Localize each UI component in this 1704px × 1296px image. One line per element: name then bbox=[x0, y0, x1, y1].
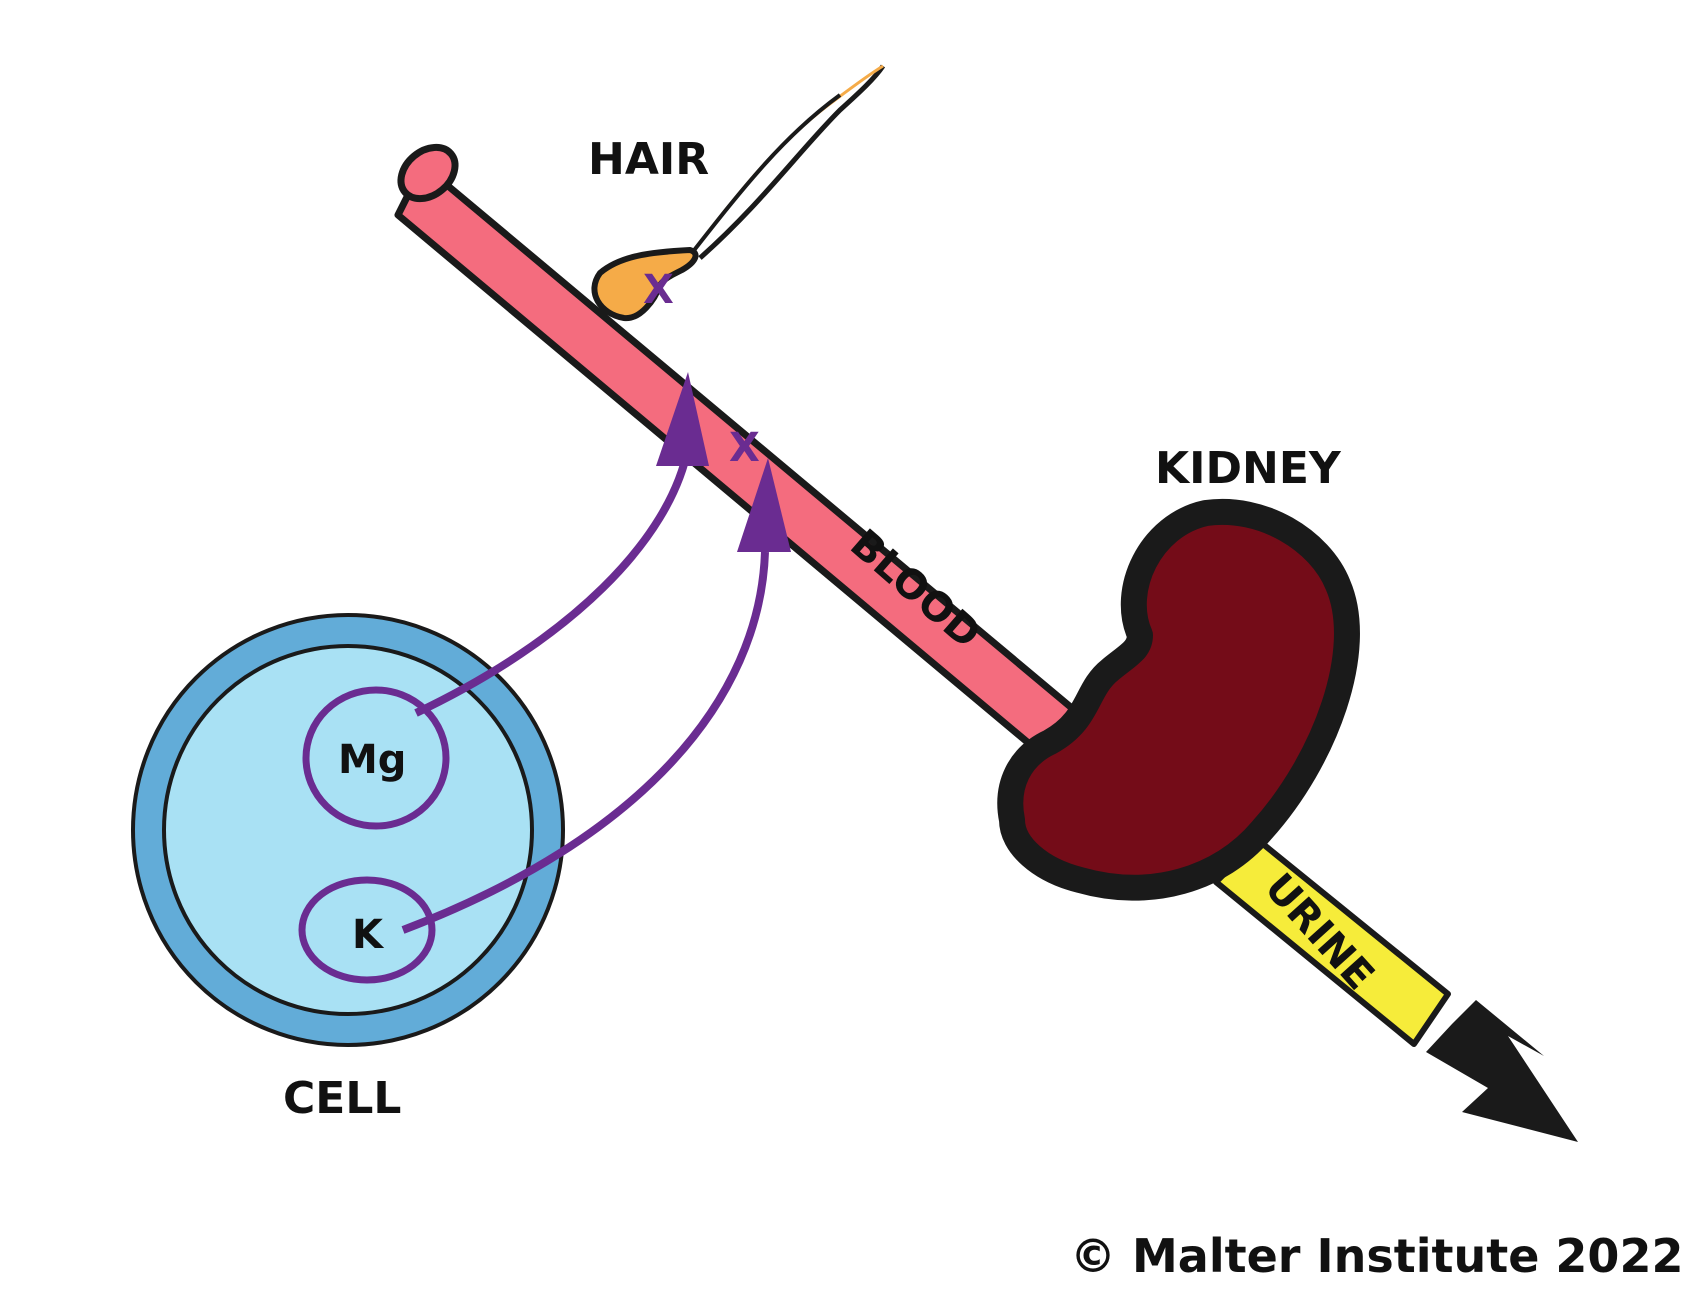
transport-arrows bbox=[401, 372, 791, 934]
k-arrowhead bbox=[737, 458, 791, 552]
cell-label: CELL bbox=[283, 1073, 401, 1124]
hair-follicle bbox=[591, 247, 699, 322]
kidney-label: KIDNEY bbox=[1155, 443, 1342, 494]
hair-label: HAIR bbox=[588, 134, 709, 185]
copyright-notice: © Malter Institute 2022 bbox=[1070, 1229, 1683, 1283]
cell bbox=[131, 613, 565, 1047]
hair-x-marker: X bbox=[643, 267, 674, 313]
k-arrow bbox=[401, 551, 769, 934]
urine-arrow bbox=[1426, 1000, 1578, 1142]
kidney bbox=[997, 498, 1360, 901]
mg-arrow bbox=[414, 447, 692, 717]
mg-label: Mg bbox=[338, 737, 406, 783]
mg-arrowhead bbox=[656, 372, 709, 466]
k-label: K bbox=[352, 912, 385, 958]
k-vesicle bbox=[298, 876, 436, 984]
hair bbox=[591, 64, 886, 322]
mg-vesicle bbox=[302, 686, 450, 830]
blood-x-marker: X bbox=[729, 425, 760, 471]
